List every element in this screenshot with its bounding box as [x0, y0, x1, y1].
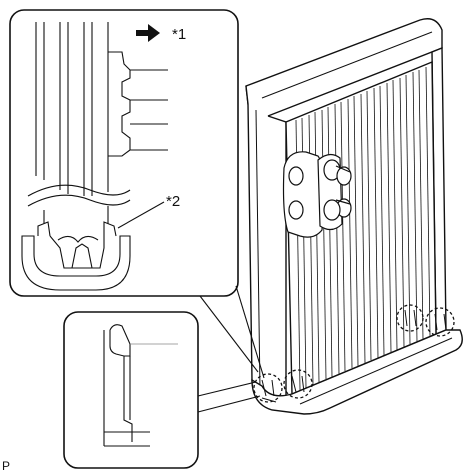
- claw-marker-2: [283, 369, 313, 399]
- claw-marker-4: [425, 307, 455, 337]
- pipe-fittings: [282, 151, 352, 238]
- evaporator-core: [245, 18, 463, 415]
- detail-box-2: [63, 311, 199, 469]
- detail-box-1: [9, 9, 239, 297]
- right-arrow-icon: [136, 24, 160, 42]
- callout-label-1: *1: [172, 26, 186, 43]
- detail-1-drawing: [21, 22, 168, 291]
- detail-2-leaders: [197, 381, 261, 413]
- claw-location-markers: [253, 304, 455, 403]
- claw-marker-3: [396, 304, 424, 332]
- detail-2-drawing: [103, 324, 178, 447]
- figure-code: P: [2, 459, 10, 473]
- claw-details: [261, 309, 447, 397]
- detail-1-leaders: [199, 285, 265, 379]
- leader-line-2: [117, 201, 165, 229]
- evaporator-fins: [295, 66, 431, 391]
- claw-marker-1: [253, 373, 283, 403]
- callout-label-2: *2: [166, 193, 180, 210]
